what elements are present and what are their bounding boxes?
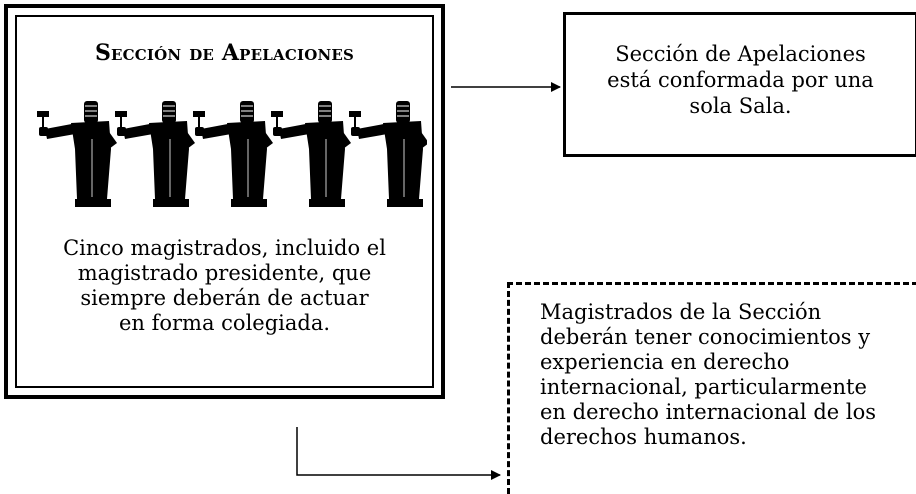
appeals-section-title: Sección de Apelaciones [94, 40, 355, 66]
judge-icon [192, 100, 274, 208]
judge-icon [270, 100, 352, 208]
judge-icon [114, 100, 196, 208]
info-line: está conformada por una [607, 68, 874, 92]
appeals-section-inner-frame: Sección de Apelaciones [15, 15, 434, 388]
judges-group [37, 100, 427, 208]
description-line: Cinco magistrados, incluido el [63, 236, 386, 260]
requirement-line: deberán tener conocimientos y [540, 325, 871, 349]
requirement-line: en derecho internacional de los [540, 400, 876, 424]
judge-icon [348, 100, 427, 208]
judge-requirements-box: Magistrados de la Sección deberán tener … [507, 282, 916, 494]
description-line: siempre deberán de actuar [80, 286, 369, 310]
requirement-line: internacional, particularmente [540, 375, 867, 399]
judge-requirements-text: Magistrados de la Sección deberán tener … [540, 300, 916, 450]
single-chamber-box: Sección de Apelaciones está conformada p… [563, 12, 916, 157]
requirement-line: Magistrados de la Sección [540, 300, 822, 324]
judge-icon [37, 100, 118, 208]
description-line: en forma colegiada. [118, 311, 331, 335]
appeals-section-description: Cinco magistrados, incluido el magistrad… [17, 236, 432, 336]
arrow-to-requirements-box [296, 427, 501, 480]
requirement-line: derechos humanos. [540, 425, 747, 449]
single-chamber-text: Sección de Apelaciones está conformada p… [566, 41, 915, 119]
requirement-line: experiencia en derecho [540, 350, 790, 374]
info-line: sola Sala. [689, 94, 792, 118]
appeals-section-box: Sección de Apelaciones [4, 4, 445, 399]
description-line: magistrado presidente, que [77, 261, 372, 285]
info-line: Sección de Apelaciones [615, 42, 866, 66]
